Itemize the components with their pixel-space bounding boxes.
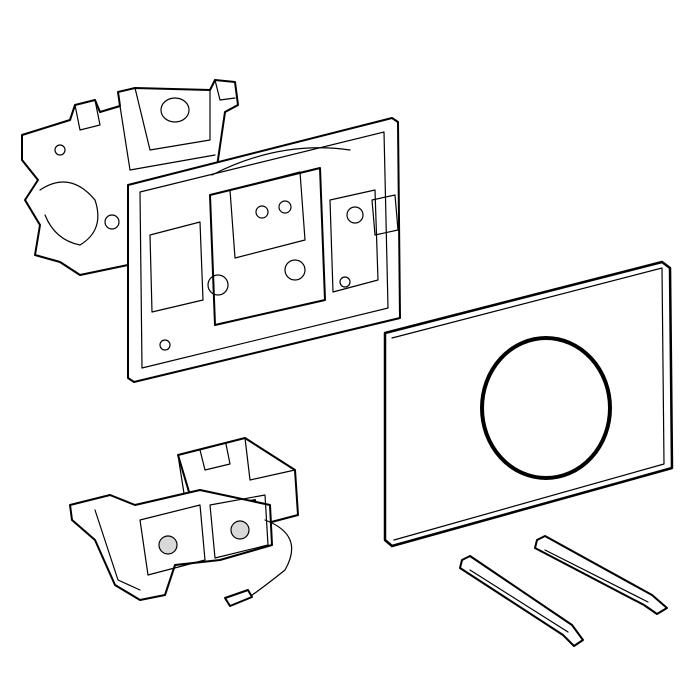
mounting-bracket [21, 79, 239, 276]
flush-button-ring [480, 336, 612, 480]
actuator-rod-1 [459, 555, 584, 647]
cover-plate [383, 260, 674, 548]
mounting-frame [127, 117, 401, 383]
actuator-rod-2 [534, 535, 668, 615]
electronic-module [69, 437, 299, 607]
